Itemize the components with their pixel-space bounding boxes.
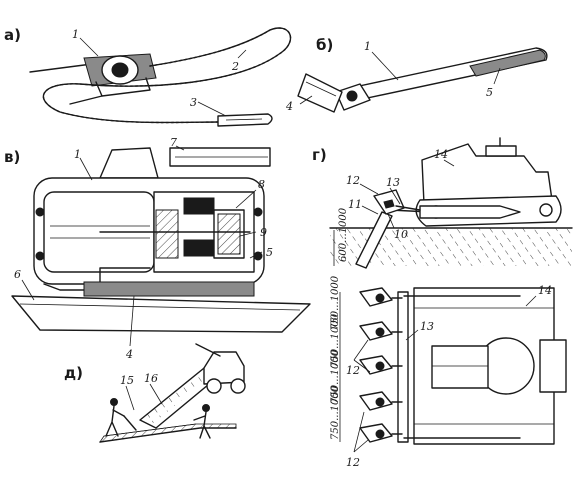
panel-b-rod-vibrator: б) 1 4 5 — [285, 36, 548, 113]
panel-v-surface-vibrator: в) 1 7 8 — [4, 136, 311, 361]
callout-g-14-side: 14 — [434, 148, 448, 161]
panel-g-tractor-vibrators: г) 600...1000 14 12 13 11 — [312, 137, 573, 469]
concrete-slab — [99, 423, 237, 443]
callout-b-1: 1 — [364, 40, 371, 53]
spacing-dimension-3: 750...1000 — [330, 349, 341, 404]
callout-v-6: 6 — [14, 268, 21, 281]
panel-g-label: г) — [312, 146, 327, 164]
worker-figure — [193, 404, 211, 439]
worker-figure — [105, 398, 137, 437]
power-cable — [29, 63, 93, 73]
callout-b-4: 4 — [285, 100, 293, 113]
callout-g-10: 10 — [394, 228, 408, 241]
vibrator-frame — [397, 291, 409, 443]
callout-d-16: 16 — [144, 372, 158, 385]
callout-g-13-side: 13 — [386, 176, 400, 189]
callout-g-12-plan-b: 12 — [346, 456, 360, 469]
callout-v-7: 7 — [170, 136, 177, 149]
depth-dimension: 600...1000 — [338, 207, 349, 262]
vibrating-plate — [297, 73, 343, 113]
motor-unit — [69, 53, 157, 105]
panel-b-label: б) — [316, 36, 333, 54]
callout-g-14-plan: 14 — [538, 284, 552, 297]
vibrator-row — [359, 287, 403, 443]
callout-g-11: 11 — [348, 198, 362, 211]
vibrator-in-ground — [355, 211, 393, 269]
callout-g-13-plan: 13 — [420, 320, 434, 333]
callout-b-5: 5 — [486, 86, 493, 99]
tractor-plan-view — [397, 287, 567, 445]
callout-a-3: 3 — [190, 96, 197, 109]
vibrating-tip — [217, 113, 273, 127]
tractor-side-view — [389, 137, 562, 227]
panel-v-label: в) — [4, 148, 20, 166]
callout-g-12-plan-a: 12 — [346, 364, 360, 377]
callout-v-4: 4 — [125, 348, 133, 361]
callout-v-8: 8 — [258, 178, 265, 191]
panel-a-deep-vibrator: а) 1 2 3 — [4, 26, 292, 127]
callout-v-9: 9 — [260, 226, 267, 239]
flexible-shaft — [42, 27, 292, 124]
vibrator-unit — [359, 423, 403, 443]
panel-a-label: а) — [4, 26, 21, 44]
panel-d-label: д) — [64, 364, 83, 382]
spacing-dimension-1: 750...1000 — [330, 275, 341, 330]
callout-v-5: 5 — [266, 246, 273, 259]
vibrator-unit — [359, 287, 403, 307]
callout-g-12-side: 12 — [346, 174, 360, 187]
base-plate — [11, 295, 311, 333]
panel-d-concrete-placing: д) 15 16 — [64, 343, 246, 443]
vibrator-unit — [359, 321, 403, 341]
spacing-dimension-2: 750...1000 — [330, 313, 341, 368]
vibrator-unit — [359, 355, 403, 375]
callout-d-15: 15 — [120, 374, 134, 387]
callout-a-2: 2 — [231, 60, 239, 73]
spacing-dimension-4: 750...1000 — [330, 385, 341, 440]
callout-v-1: 1 — [74, 148, 81, 161]
callout-a-1: 1 — [72, 28, 79, 41]
vibrator-unit — [359, 391, 403, 411]
